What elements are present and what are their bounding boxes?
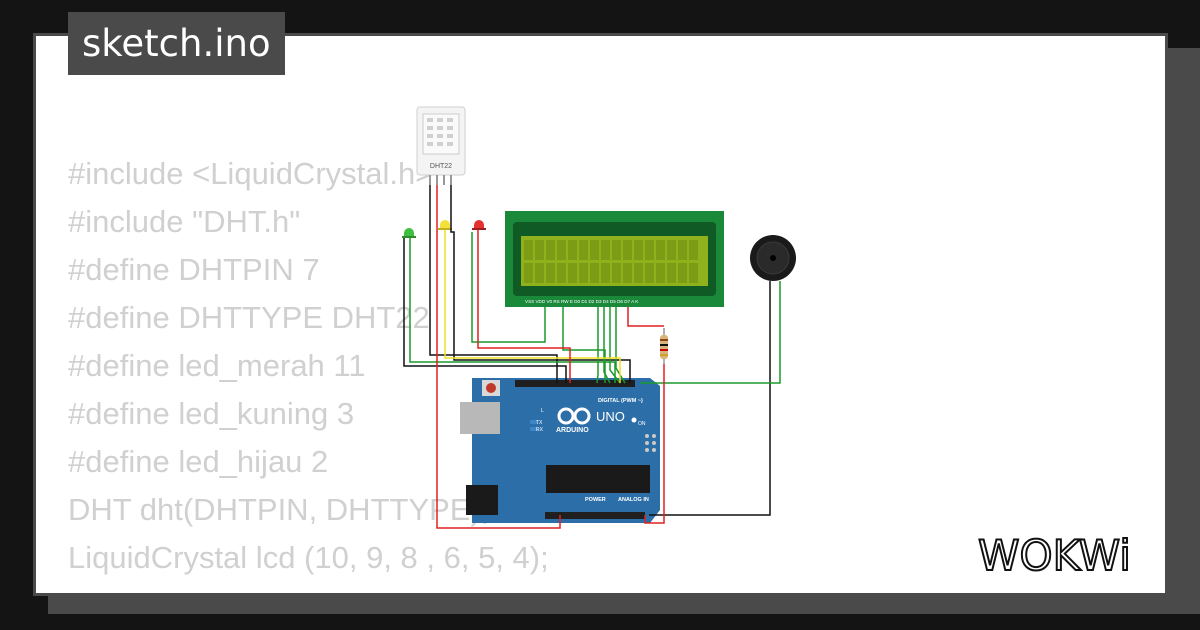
dht22-sensor-icon: DHT22 [416,106,466,185]
board-rx-label: RX [536,427,544,433]
board-model: UNO [596,409,625,424]
sensor-label: DHT22 [430,163,452,170]
code-preview: #include <LiquidCrystal.h> #include "DHT… [68,150,549,582]
board-digital-label: DIGITAL (PWM ~) [598,398,643,404]
led-yellow-icon [438,220,452,230]
board-on-label: ON [638,421,646,427]
code-line: #define led_merah 11 [68,348,366,383]
wokwi-logo: WOKWi [978,530,1132,580]
logo-text: WOKWi [978,531,1131,580]
board-l-label: L [541,408,544,414]
code-line: #include <LiquidCrystal.h> [68,156,434,191]
board-tx-label: TX [536,420,543,426]
resistor-icon [660,328,668,364]
board-power-label: POWER [585,497,606,503]
code-line: #define led_kuning 3 [68,396,355,431]
board-brand: ARDUINO [556,427,589,434]
buzzer-icon [750,235,796,281]
arduino-logo-icon [557,407,591,425]
lcd-pin-labels: VSS VDD V0 RS RW E D0 D1 D2 D3 D4 D5 D6 … [525,299,639,304]
code-line: DHT dht(DHTPIN, DHTTYPE); [68,492,490,527]
code-line: #define led_hijau 2 [68,444,329,479]
lcd-display: VSS VDD V0 RS RW E D0 D1 D2 D3 D4 D5 D6 … [505,211,724,307]
code-line: #include "DHT.h" [68,204,301,239]
wires [403,185,781,529]
led-green-icon [402,228,416,238]
code-line: LiquidCrystal lcd (10, 9, 8 , 6, 5, 4); [68,540,549,575]
code-line: #define DHTPIN 7 [68,252,320,287]
arduino-uno-board: UNO ARDUINO DIGITAL (PWM ~) POWER ANALOG… [460,378,660,523]
led-red-icon [472,220,486,230]
board-analog-label: ANALOG IN [618,497,649,503]
project-title: sketch.ino [68,12,285,75]
code-line: #define DHTTYPE DHT22 [68,300,430,335]
